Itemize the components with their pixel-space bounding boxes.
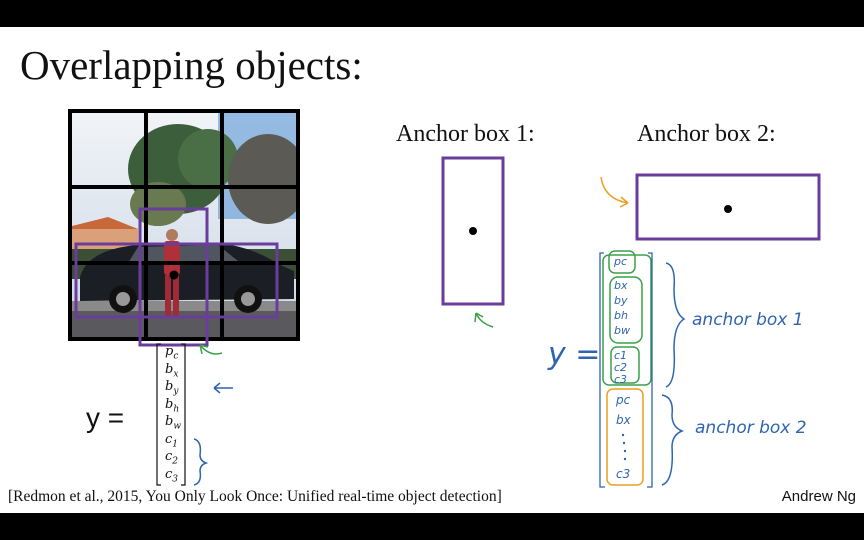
green-arrow-icon-anchor-1 <box>474 312 494 328</box>
orange-outline <box>606 388 644 486</box>
y-equals: y = <box>86 402 125 433</box>
handwritten-anchor-box-2: anchor box 2 <box>695 418 807 438</box>
object-midpoint <box>169 270 179 280</box>
green-class-outline <box>610 346 640 384</box>
slide-title: Overlapping objects: <box>20 42 363 88</box>
handwritten-entry-1-5: c1 <box>614 349 628 362</box>
blue-vector-bracket-right <box>647 252 653 488</box>
handwritten-entry-1-2: by <box>614 294 628 307</box>
ellipsis-dots <box>621 433 627 461</box>
anchor-box-2-label: Anchor box 2: <box>637 121 776 147</box>
vector-entry-bh: bh <box>165 396 180 415</box>
blue-brace-icon <box>193 438 209 486</box>
anchor-box-2-center <box>724 205 732 213</box>
handwritten-entry-1-7: c3 <box>614 373 628 386</box>
green-arrow-icon <box>199 344 223 355</box>
handwritten-entry-1-3: bh <box>614 309 628 322</box>
handwritten-entry-2-1: bx <box>616 413 631 427</box>
anchor-box-1-label: Anchor box 1: <box>396 121 535 147</box>
handwritten-entry-2-2: c3 <box>616 467 631 481</box>
slide: Overlapping objects: <box>0 27 864 513</box>
car-bounding-box <box>74 242 279 319</box>
vector-brackets <box>156 343 186 486</box>
vector-entry-by: by <box>165 379 179 397</box>
vector-entry-bx: bx <box>165 361 179 380</box>
blue-arrow-icon <box>213 382 233 394</box>
handwritten-entry-1-6: c2 <box>614 361 628 374</box>
diagram-overlay <box>68 109 821 488</box>
citation: [Redmon et al., 2015, You Only Look Once… <box>8 488 502 505</box>
vector-entry-c3: c3 <box>165 466 179 485</box>
anchor-box-1-center <box>469 227 477 235</box>
green-box-outline <box>609 276 643 344</box>
handwritten-entry-1-0: pc <box>614 255 628 268</box>
green-outer-outline <box>602 254 652 386</box>
person-bounding-box <box>138 207 209 347</box>
orange-arrow-icon <box>600 176 629 208</box>
anchor-box-1-shape <box>441 156 505 306</box>
vector-entry-pc: pc <box>165 344 179 362</box>
author-name: Andrew Ng <box>781 488 856 505</box>
grid-3x3 <box>68 109 300 341</box>
blue-vector-bracket-left <box>599 252 605 488</box>
handwritten-y-equals: y = <box>548 337 601 372</box>
vector-entry-bw: bw <box>165 414 182 432</box>
handwritten-entry-1-4: bw <box>614 324 630 337</box>
blue-brace-group-1 <box>665 262 686 388</box>
vector-entry-c2: c2 <box>165 449 179 467</box>
handwritten-entry-1-1: bx <box>614 279 628 292</box>
handwritten-anchor-box-1: anchor box 1 <box>692 310 804 330</box>
blue-brace-group-2 <box>661 394 685 486</box>
vector-entry-c1: c1 <box>165 431 179 450</box>
anchor-box-2-shape <box>635 173 821 241</box>
handwritten-entry-2-0: pc <box>616 393 631 407</box>
green-pc-outline <box>608 250 636 274</box>
